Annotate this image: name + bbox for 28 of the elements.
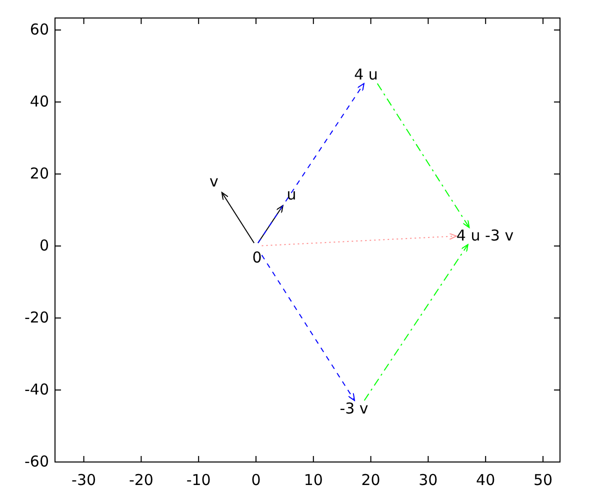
x-tick-label: 40 bbox=[476, 472, 496, 489]
y-tick-label: -60 bbox=[24, 454, 49, 470]
y-tick-label: 0 bbox=[39, 238, 49, 254]
dashed-arrow bbox=[261, 232, 457, 246]
x-tick-label: -10 bbox=[186, 472, 211, 489]
y-tick-label: 60 bbox=[30, 22, 49, 38]
dashed-arrow bbox=[258, 83, 364, 244]
y-tick-label: -40 bbox=[24, 382, 49, 398]
x-tick-label: -20 bbox=[128, 472, 154, 489]
y-tick-label: 40 bbox=[30, 94, 49, 110]
x-tick-label: 50 bbox=[533, 472, 553, 489]
point-label: u bbox=[280, 186, 296, 206]
y-tick-label: 20 bbox=[30, 166, 49, 182]
x-tick-label: 0 bbox=[251, 472, 261, 489]
point-label: 0 bbox=[252, 243, 262, 266]
x-tick-label: 30 bbox=[418, 472, 438, 489]
point-label: -3 v bbox=[340, 400, 368, 418]
y-tick-label: -20 bbox=[24, 310, 49, 326]
x-tick-label: 10 bbox=[304, 472, 323, 489]
x-tick-label: 20 bbox=[361, 472, 380, 489]
arrow bbox=[221, 192, 255, 244]
point-label: 4 u -3 v bbox=[456, 228, 514, 244]
dashed-arrow bbox=[261, 254, 356, 401]
dashed-arrow bbox=[364, 244, 468, 401]
x-tick-label: -30 bbox=[72, 472, 96, 489]
point-label: v bbox=[210, 174, 222, 192]
point-label: 4 u bbox=[354, 66, 378, 84]
dashed-arrow bbox=[376, 83, 470, 228]
